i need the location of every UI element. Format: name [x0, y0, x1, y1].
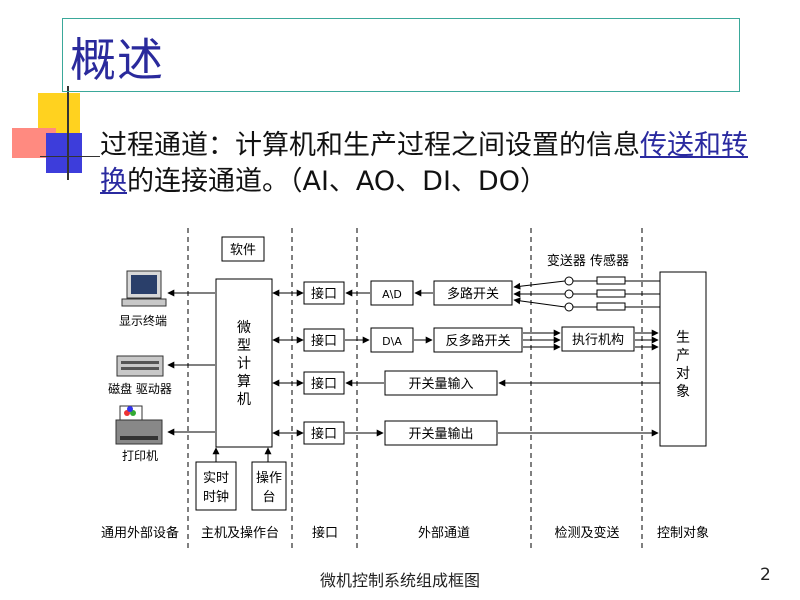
title-box	[62, 18, 740, 92]
rtc-line: 实时	[203, 471, 229, 486]
page-title: 概述	[70, 33, 164, 87]
column-label: 控制对象	[657, 526, 709, 541]
printer-label: 打印机	[122, 449, 158, 463]
plant-box	[659, 271, 707, 447]
link-transfer-conversion[interactable]: 传送和转换	[100, 130, 748, 197]
sensor-group	[564, 276, 660, 312]
software-box	[221, 236, 265, 262]
disk-drive-icon	[116, 355, 164, 377]
ad-converter-box	[370, 280, 414, 306]
computer-char: 型	[237, 338, 251, 354]
printer-icon	[115, 405, 163, 445]
figure-caption: 微机控制系统组成框图	[319, 571, 480, 590]
actuator-label: 执行机构	[572, 333, 624, 348]
demux-label: 反多路开关	[445, 333, 510, 349]
interface-label: 接口	[311, 286, 337, 302]
disk-label: 磁盘 驱动器	[108, 381, 172, 396]
plant-char: 象	[676, 384, 690, 400]
computer-char: 机	[237, 392, 251, 408]
plant-char: 对	[676, 366, 690, 382]
console-line: 操作	[256, 470, 282, 486]
page-number: 2	[760, 565, 771, 585]
da-label: D\A	[382, 335, 402, 348]
di-label: 开关量输入	[408, 376, 473, 392]
software-label: 软件	[230, 243, 256, 258]
ad-label: A\D	[382, 288, 402, 301]
bullet-text-after: 的连接通道。（AI、AO、DI、DO）	[127, 166, 547, 197]
mux-box	[433, 280, 513, 306]
deco-vertical-line	[67, 86, 69, 180]
display-label: 显示终端	[119, 313, 167, 328]
console-box	[251, 461, 287, 511]
column-label: 检测及变送	[554, 525, 619, 541]
do-box	[384, 420, 498, 446]
column-label: 通用外部设备	[101, 525, 179, 541]
arrow	[513, 280, 566, 290]
monitor-icon	[121, 270, 167, 307]
interface-label: 接口	[311, 426, 337, 442]
sensor-header: 变送器 传感器	[547, 253, 629, 269]
plant-char: 生	[676, 330, 690, 346]
computer-char: 计	[237, 356, 251, 372]
do-label: 开关量输出	[408, 426, 473, 442]
arrow	[513, 297, 566, 308]
bullet-text: 过程通道：计算机和生产过程之间设置的信息传送和转换的连接通道。（AI、AO、DI…	[100, 128, 760, 200]
computer-char: 微	[237, 320, 251, 336]
computer-char: 算	[237, 374, 251, 390]
interface-box	[303, 281, 345, 305]
interface-box	[303, 328, 345, 352]
column-label: 主机及操作台	[201, 525, 279, 541]
da-converter-box	[370, 327, 414, 353]
plant-char: 产	[676, 348, 690, 364]
demux-box	[433, 327, 523, 353]
rtc-box	[195, 461, 237, 511]
interface-box	[303, 421, 345, 445]
rtc-line: 时钟	[203, 489, 229, 505]
interface-box	[303, 371, 345, 395]
deco-horizontal-line	[40, 156, 100, 157]
column-label: 接口	[312, 525, 338, 541]
di-box	[384, 370, 498, 396]
interface-label: 接口	[311, 333, 337, 349]
bullet-text-before: 过程通道：计算机和生产过程之间设置的信息	[100, 130, 640, 161]
computer-box	[215, 278, 273, 448]
deco-blue-square	[46, 133, 82, 173]
console-line: 台	[262, 490, 275, 505]
actuator-box	[561, 326, 635, 352]
interface-label: 接口	[311, 376, 337, 392]
mux-label: 多路开关	[447, 286, 499, 302]
column-label: 外部通道	[418, 526, 470, 541]
